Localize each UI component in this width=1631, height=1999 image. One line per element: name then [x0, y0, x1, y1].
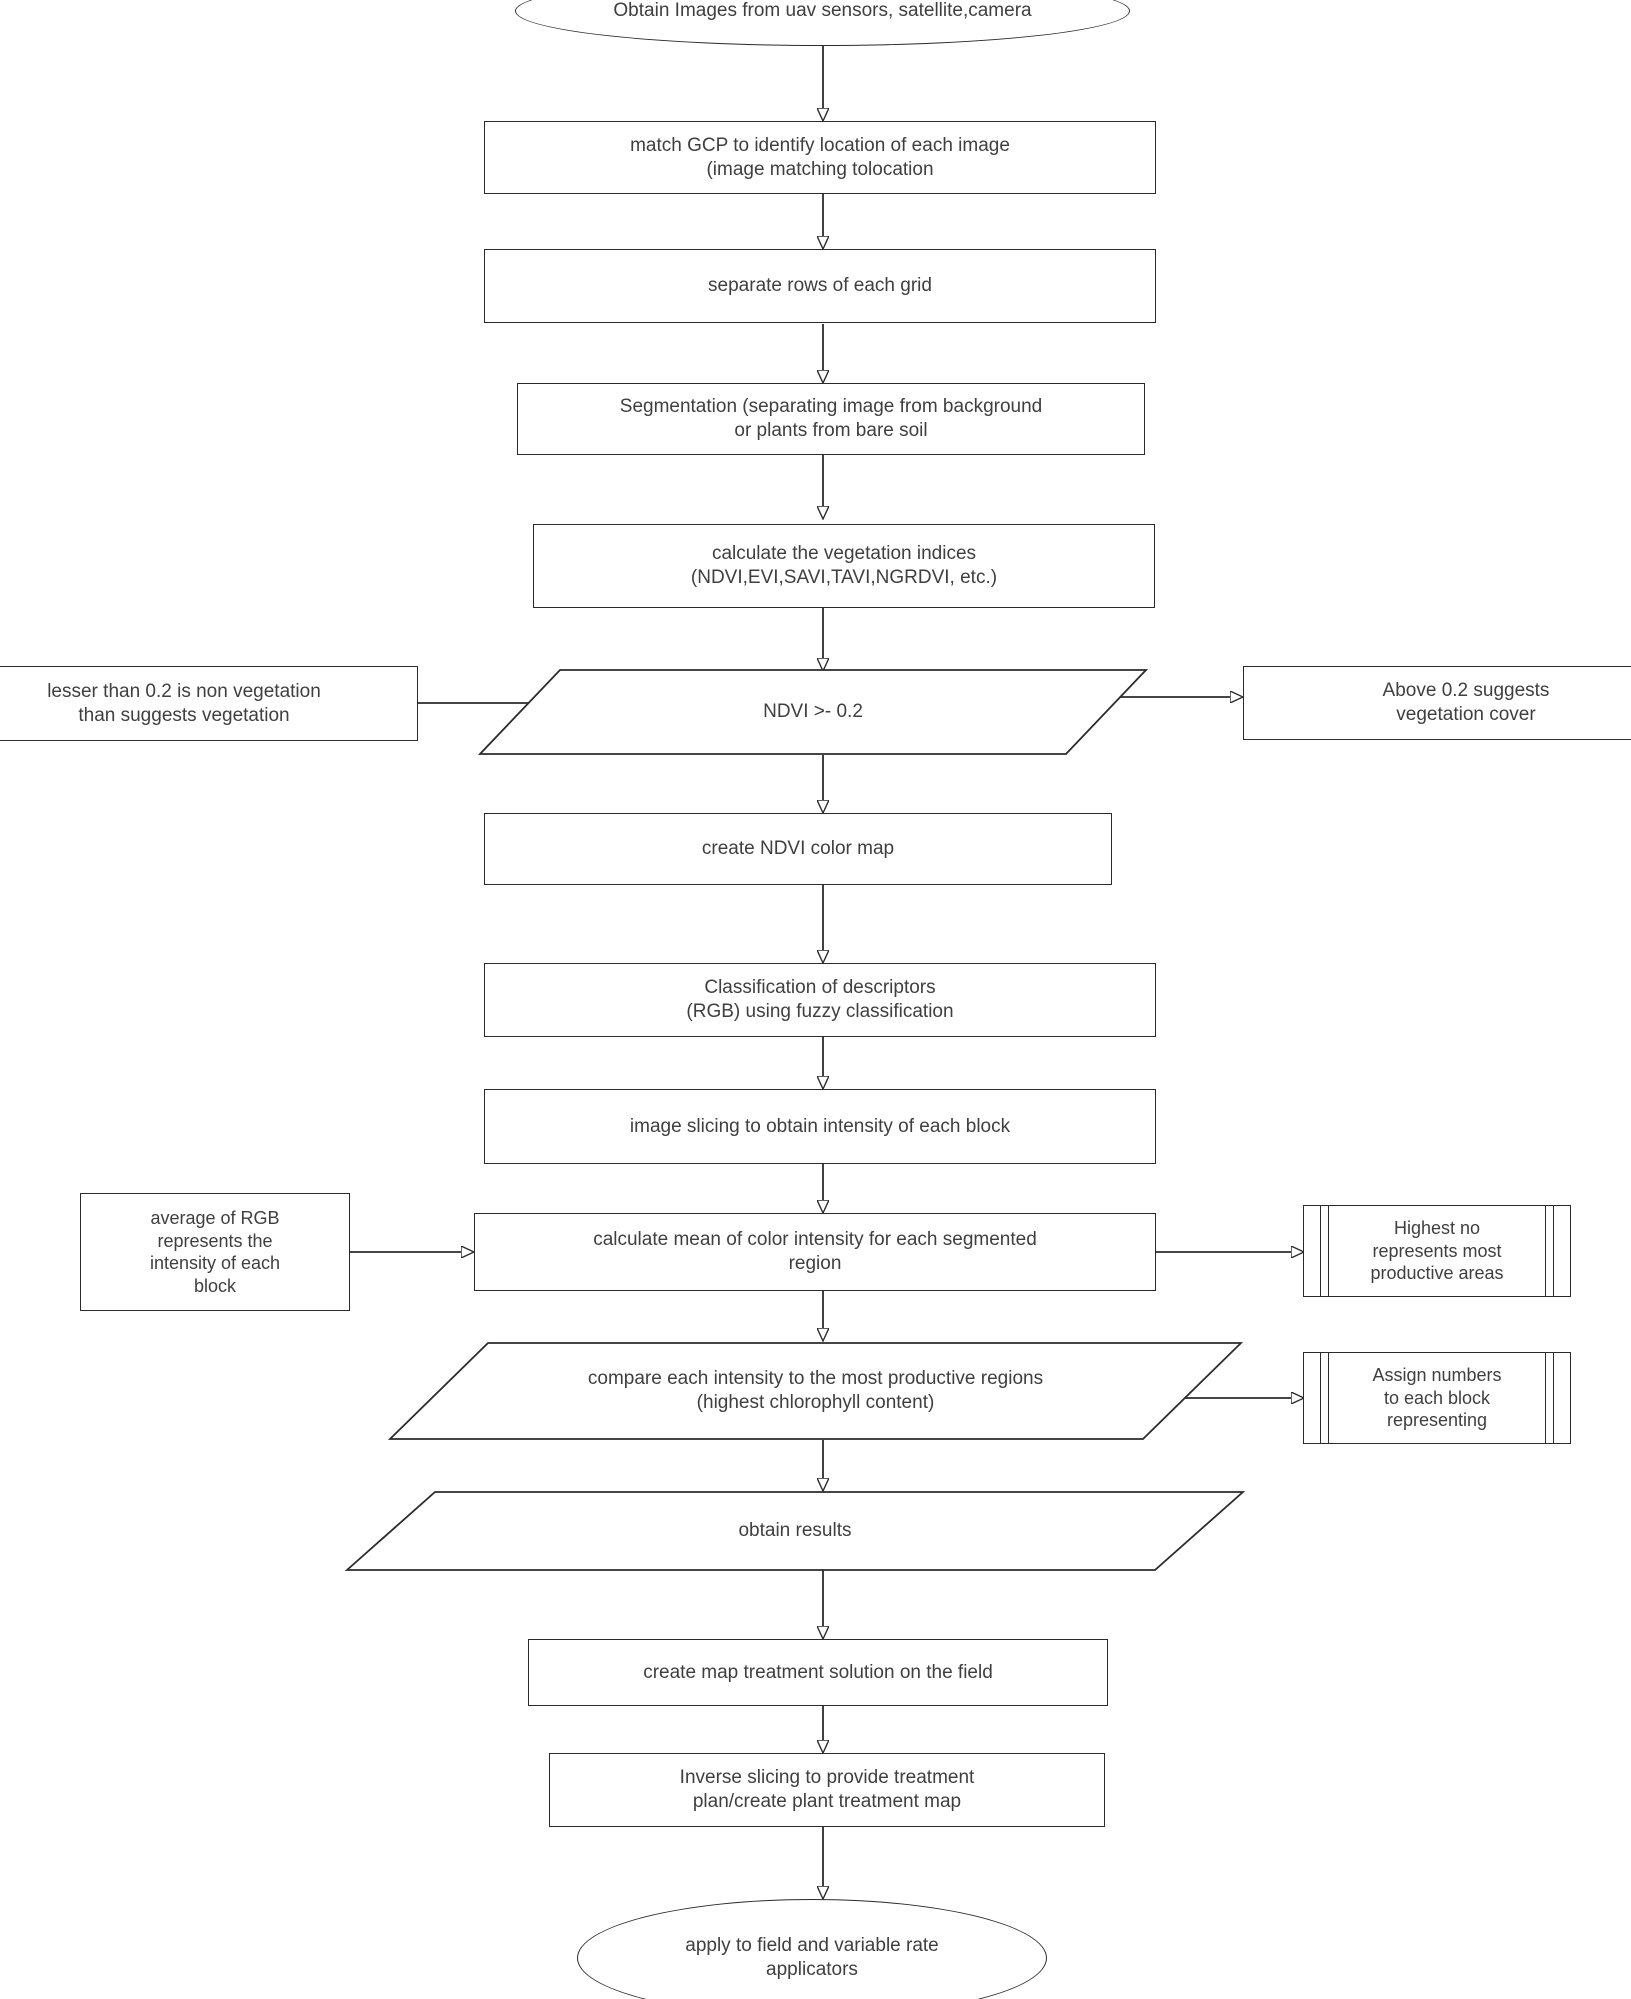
node-image-slicing-label: image slicing to obtain intensity of eac… — [629, 1115, 1011, 1137]
predef-left-bar-outer — [1320, 1206, 1321, 1296]
node-highest-no-note-label: Highest no represents most productive ar… — [1370, 1218, 1504, 1284]
compare-intensity-shape — [388, 1341, 1243, 1441]
node-ndvi-color-map-label: create NDVI color map — [701, 838, 895, 860]
node-assign-numbers-note-label: Assign numbers to each block representin… — [1372, 1365, 1502, 1431]
predef-left-bar-outer — [1320, 1353, 1321, 1443]
node-inverse-slicing[interactable]: Inverse slicing to provide treatment pla… — [549, 1753, 1105, 1827]
node-separate-rows[interactable]: separate rows of each grid — [484, 249, 1156, 323]
node-obtain-results-label: obtain results — [738, 1520, 852, 1542]
node-ndvi-right-note[interactable]: Above 0.2 suggests vegetation cover — [1243, 666, 1631, 740]
predef-right-bar-outer — [1553, 1206, 1554, 1296]
node-end-terminator[interactable]: apply to field and variable rate applica… — [577, 1899, 1047, 1999]
obtain-results-shape — [345, 1490, 1245, 1572]
node-assign-numbers-note[interactable]: Assign numbers to each block representin… — [1303, 1352, 1571, 1444]
predef-right-bar-inner — [1545, 1353, 1546, 1443]
node-vegetation-indices[interactable]: calculate the vegetation indices (NDVI,E… — [533, 524, 1155, 608]
node-calculate-mean-label: calculate mean of color intensity for ea… — [593, 1229, 1037, 1274]
predef-right-bar-outer — [1553, 1353, 1554, 1443]
node-end-label: apply to field and variable rate applica… — [685, 1935, 939, 1980]
node-ndvi-color-map[interactable]: create NDVI color map — [484, 813, 1112, 885]
node-treatment-map-label: create map treatment solution on the fie… — [643, 1661, 993, 1683]
node-ndvi-right-note-label: Above 0.2 suggests vegetation cover — [1382, 680, 1550, 725]
node-obtain-results[interactable]: obtain results — [345, 1490, 1245, 1572]
node-highest-no-note[interactable]: Highest no represents most productive ar… — [1303, 1205, 1571, 1297]
node-segmentation-label: Segmentation (separating image from back… — [619, 396, 1043, 441]
node-image-slicing[interactable]: image slicing to obtain intensity of eac… — [484, 1089, 1156, 1164]
node-calculate-mean[interactable]: calculate mean of color intensity for ea… — [474, 1213, 1156, 1291]
node-ndvi-left-note[interactable]: lesser than 0.2 is non vegetation than s… — [0, 666, 418, 741]
node-rgb-average-note-label: average of RGB represents the intensity … — [149, 1208, 281, 1296]
node-compare-intensity-label: compare each intensity to the most produ… — [587, 1368, 1044, 1413]
node-ndvi-decision[interactable]: NDVI >- 0.2 — [478, 668, 1148, 756]
node-match-gcp-label: match GCP to identify location of each i… — [630, 134, 1010, 180]
node-rgb-average-note[interactable]: average of RGB represents the intensity … — [80, 1193, 350, 1311]
node-ndvi-left-note-label: lesser than 0.2 is non vegetation than s… — [47, 680, 321, 726]
node-classification[interactable]: Classification of descriptors (RGB) usin… — [484, 963, 1156, 1037]
predef-left-bar-inner — [1328, 1206, 1329, 1296]
node-start-label: Obtain Images from uav sensors, satellit… — [613, 0, 1032, 22]
predef-left-bar-inner — [1328, 1353, 1329, 1443]
node-segmentation[interactable]: Segmentation (separating image from back… — [517, 383, 1145, 455]
node-compare-intensity[interactable]: compare each intensity to the most produ… — [388, 1341, 1243, 1441]
node-match-gcp[interactable]: match GCP to identify location of each i… — [484, 121, 1156, 194]
node-treatment-map[interactable]: create map treatment solution on the fie… — [528, 1639, 1108, 1706]
node-separate-rows-label: separate rows of each grid — [708, 275, 932, 297]
node-vegetation-indices-label: calculate the vegetation indices (NDVI,E… — [690, 543, 998, 588]
node-ndvi-decision-label: NDVI >- 0.2 — [763, 701, 863, 723]
node-classification-label: Classification of descriptors (RGB) usin… — [686, 977, 954, 1022]
node-start-terminator[interactable]: Obtain Images from uav sensors, satellit… — [515, 0, 1130, 46]
node-inverse-slicing-label: Inverse slicing to provide treatment pla… — [679, 1767, 975, 1812]
predef-right-bar-inner — [1545, 1206, 1546, 1296]
ndvi-decision-shape — [478, 668, 1148, 756]
